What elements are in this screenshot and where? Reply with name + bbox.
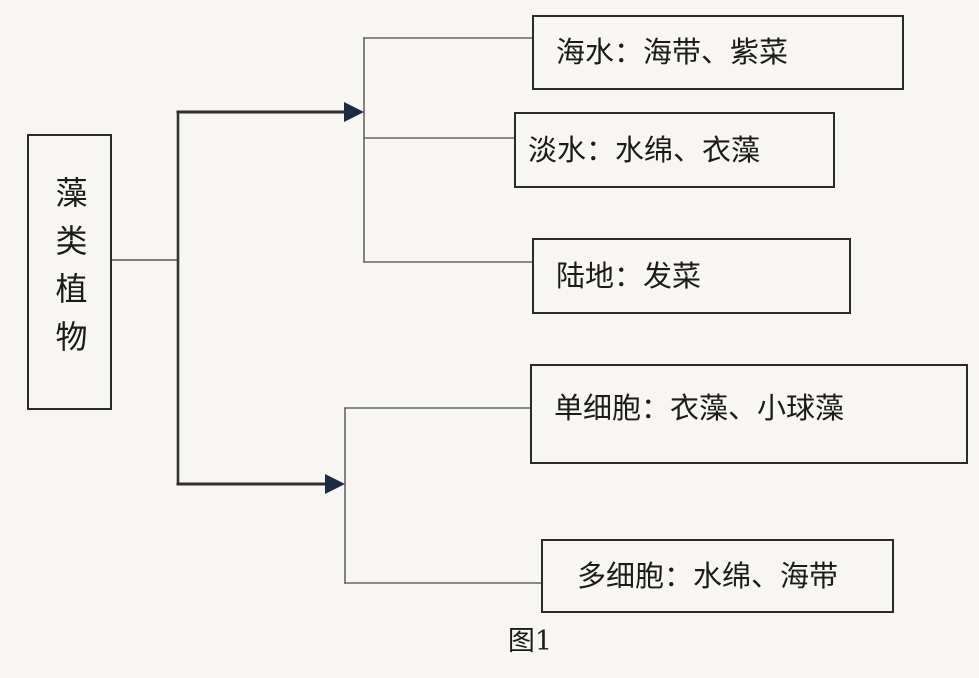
leaf-label-seawater: 海水：海带、紫菜 bbox=[556, 35, 789, 69]
leaf-box-freshwater: 淡水：水绵、衣藻 bbox=[514, 112, 835, 188]
figure-caption: 图1 bbox=[507, 626, 553, 657]
leaf-box-land: 陆地：发菜 bbox=[532, 238, 851, 314]
leaf-label-unicellular: 单细胞：衣藻、小球藻 bbox=[554, 391, 845, 425]
arrowhead-cell-type bbox=[325, 474, 345, 494]
leaf-box-unicellular: 单细胞：衣藻、小球藻 bbox=[530, 364, 968, 464]
root-node-label: 藻类植物 bbox=[50, 176, 89, 368]
leaf-label-freshwater: 淡水：水绵、衣藻 bbox=[528, 132, 761, 167]
arrowhead-habitat bbox=[344, 102, 364, 122]
leaf-box-seawater: 海水：海带、紫菜 bbox=[532, 15, 904, 90]
leaf-box-multicellular: 多细胞：水绵、海带 bbox=[541, 539, 894, 613]
root-node-box: 藻类植物 bbox=[27, 134, 112, 410]
leaf-label-multicellular: 多细胞：水绵、海带 bbox=[577, 558, 839, 593]
leaf-label-land: 陆地：发菜 bbox=[556, 258, 702, 293]
connector-group bbox=[111, 37, 542, 584]
